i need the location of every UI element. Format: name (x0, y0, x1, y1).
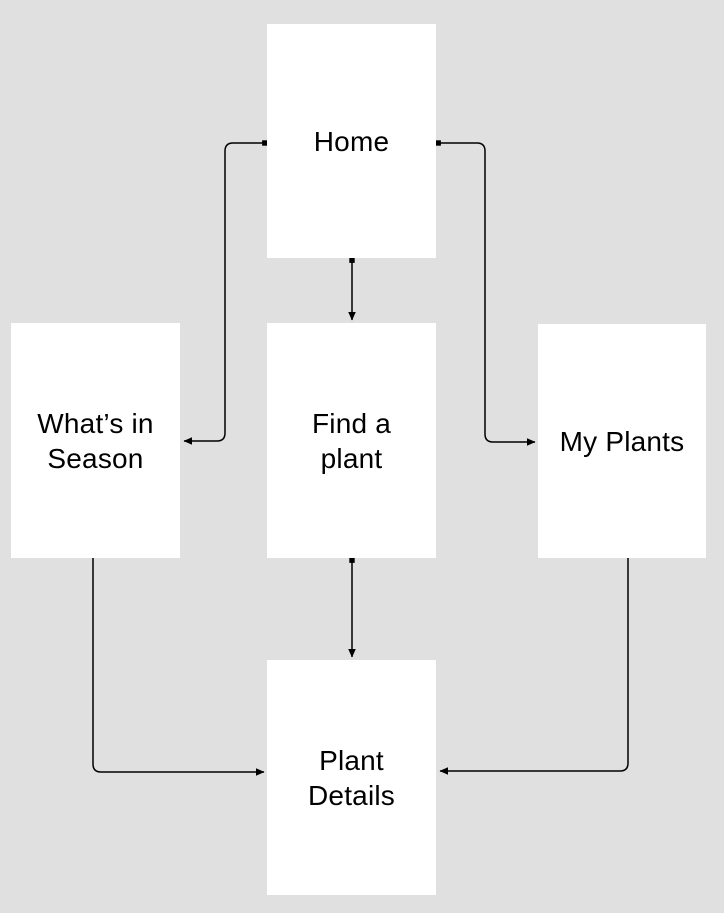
node-whats-in-season[interactable]: What’s in Season (11, 323, 180, 558)
node-find-a-plant-label: Find a plant (311, 407, 392, 474)
edge-whats-in-season-to-plant-details[interactable] (92, 558, 265, 776)
node-find-a-plant[interactable]: Find a plant (267, 323, 436, 558)
node-my-plants[interactable]: My Plants (538, 324, 706, 558)
edge-home-to-my-plants[interactable] (435, 140, 536, 446)
node-home-label: Home (313, 125, 390, 157)
edge-home-to-whats-in-season[interactable] (183, 140, 268, 445)
node-my-plants-label: My Plants (559, 425, 685, 457)
node-whats-in-season-label: What’s in Season (37, 407, 154, 474)
node-plant-details-label: Plant Details (308, 744, 395, 811)
edge-my-plants-to-plant-details[interactable] (439, 558, 629, 775)
node-plant-details[interactable]: Plant Details (267, 660, 436, 895)
node-home[interactable]: Home (267, 24, 436, 258)
